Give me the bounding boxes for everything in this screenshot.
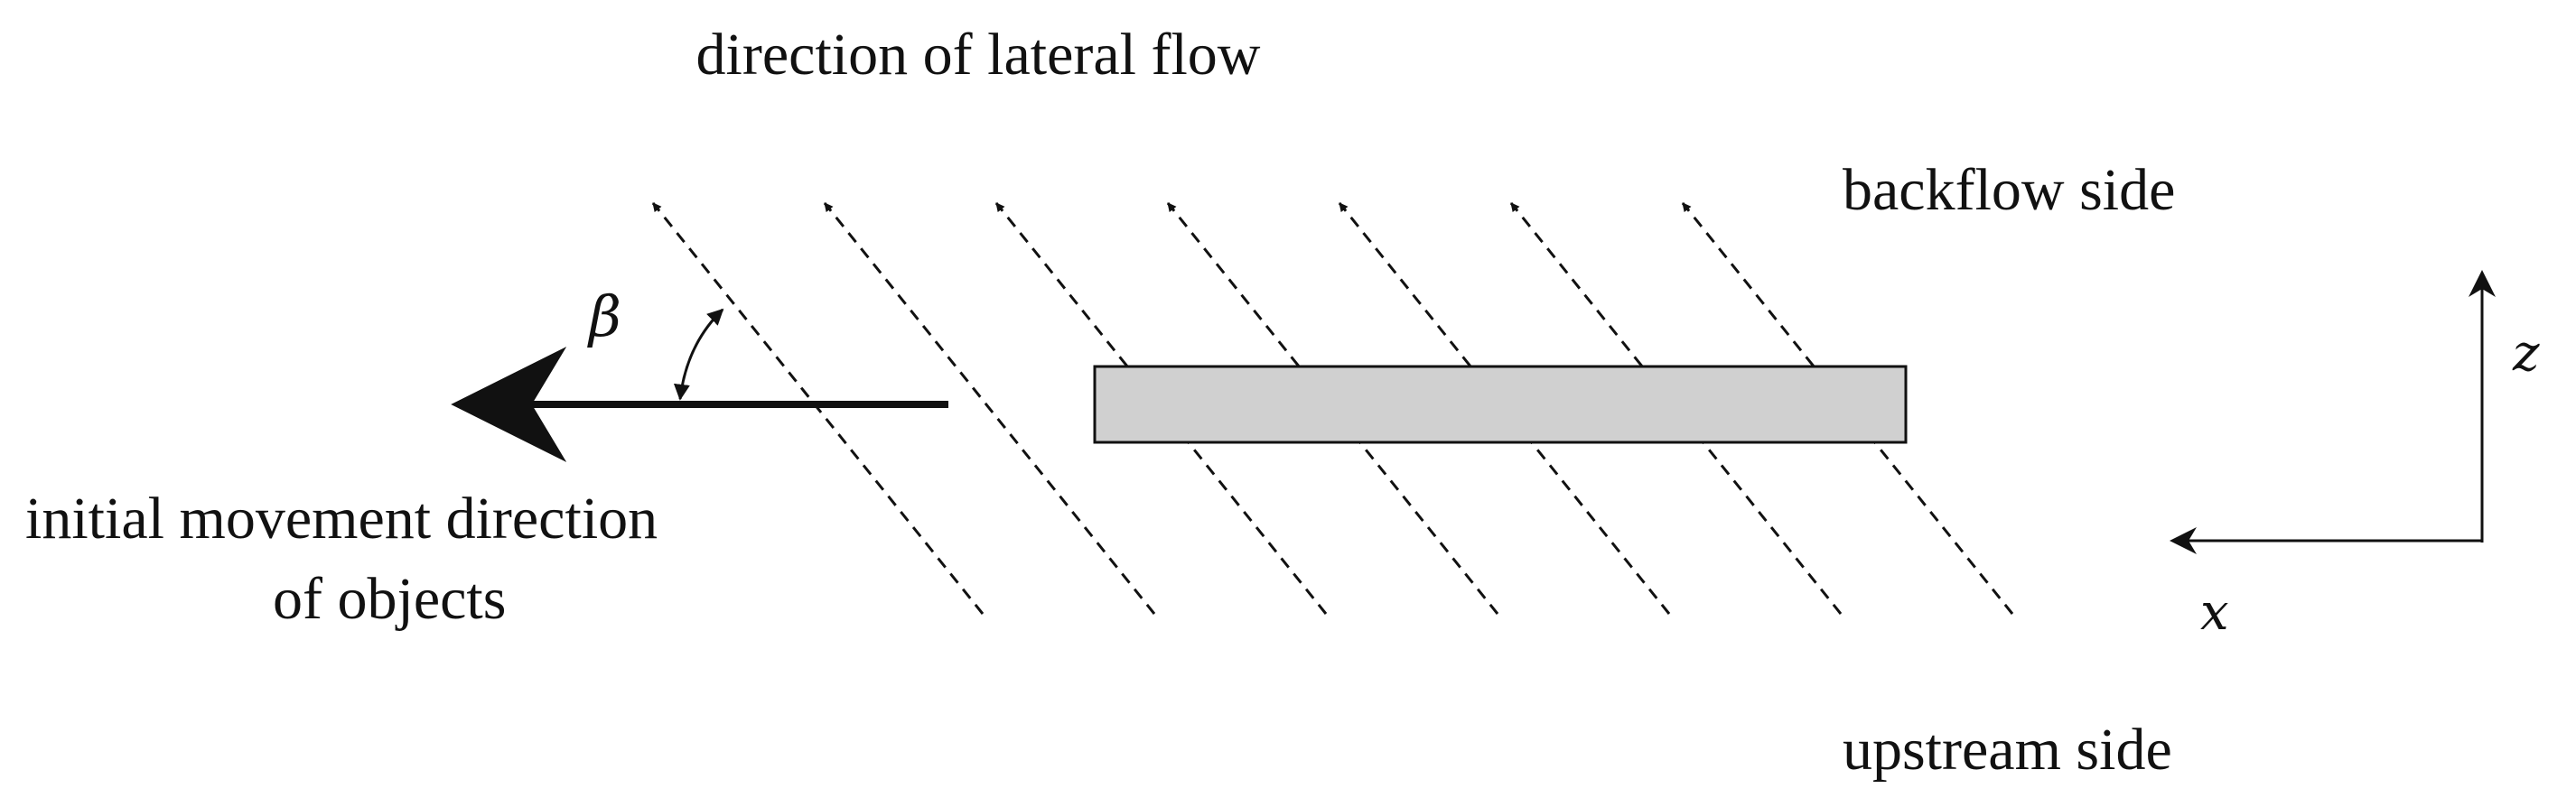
object-rectangle (1093, 365, 1908, 444)
angle-arc (673, 308, 724, 401)
angle-beta-symbol: β (587, 283, 621, 349)
lateral-flow-label: direction of lateral flow (696, 22, 1261, 88)
flow-line-1 (651, 202, 985, 615)
backflow-side-label: backflow side (1843, 157, 2175, 223)
z-axis-label: z (2512, 324, 2540, 383)
movement-label-line1: initial movement direction (25, 486, 658, 552)
upstream-side-label: upstream side (1843, 717, 2172, 783)
flow-line-2 (823, 202, 1156, 615)
x-axis-label: x (2200, 583, 2229, 642)
movement-label-line2: of objects (273, 566, 506, 632)
